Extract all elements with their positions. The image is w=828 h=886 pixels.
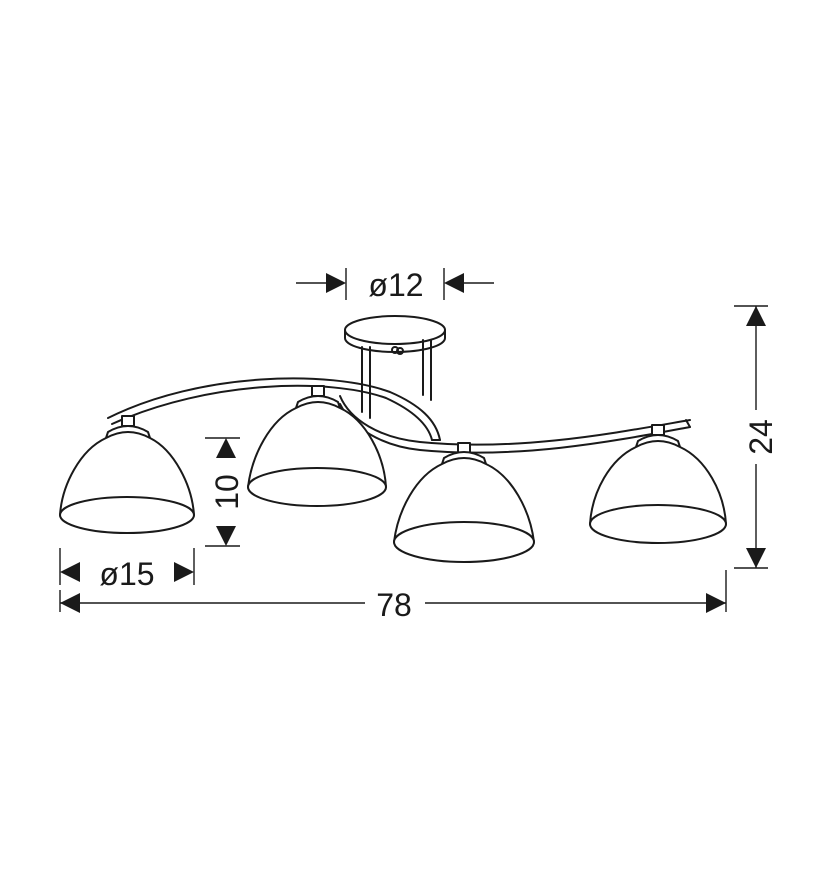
support-rods [361, 339, 432, 419]
dimension-shade-diameter: ø15 [59, 548, 195, 592]
canopy-diameter-label: ø12 [368, 267, 423, 303]
total-height-label: 24 [743, 419, 779, 455]
dimension-total-height: 24 [734, 305, 779, 569]
lamp-shade-2 [247, 385, 387, 507]
shade-diameter-label: ø15 [99, 556, 154, 592]
shade-height-label: 10 [209, 474, 245, 510]
ceiling-canopy [344, 315, 446, 355]
lamp-shade-3 [393, 442, 535, 563]
lamp-arm [107, 377, 691, 454]
total-width-label: 78 [376, 587, 412, 623]
dimension-shade-height: 10 [205, 437, 245, 547]
lamp-shade-4 [589, 424, 727, 544]
dimension-total-width: 78 [59, 570, 727, 623]
lamp-shade-1 [59, 415, 195, 534]
dimension-canopy-diameter: ø12 [296, 267, 494, 303]
